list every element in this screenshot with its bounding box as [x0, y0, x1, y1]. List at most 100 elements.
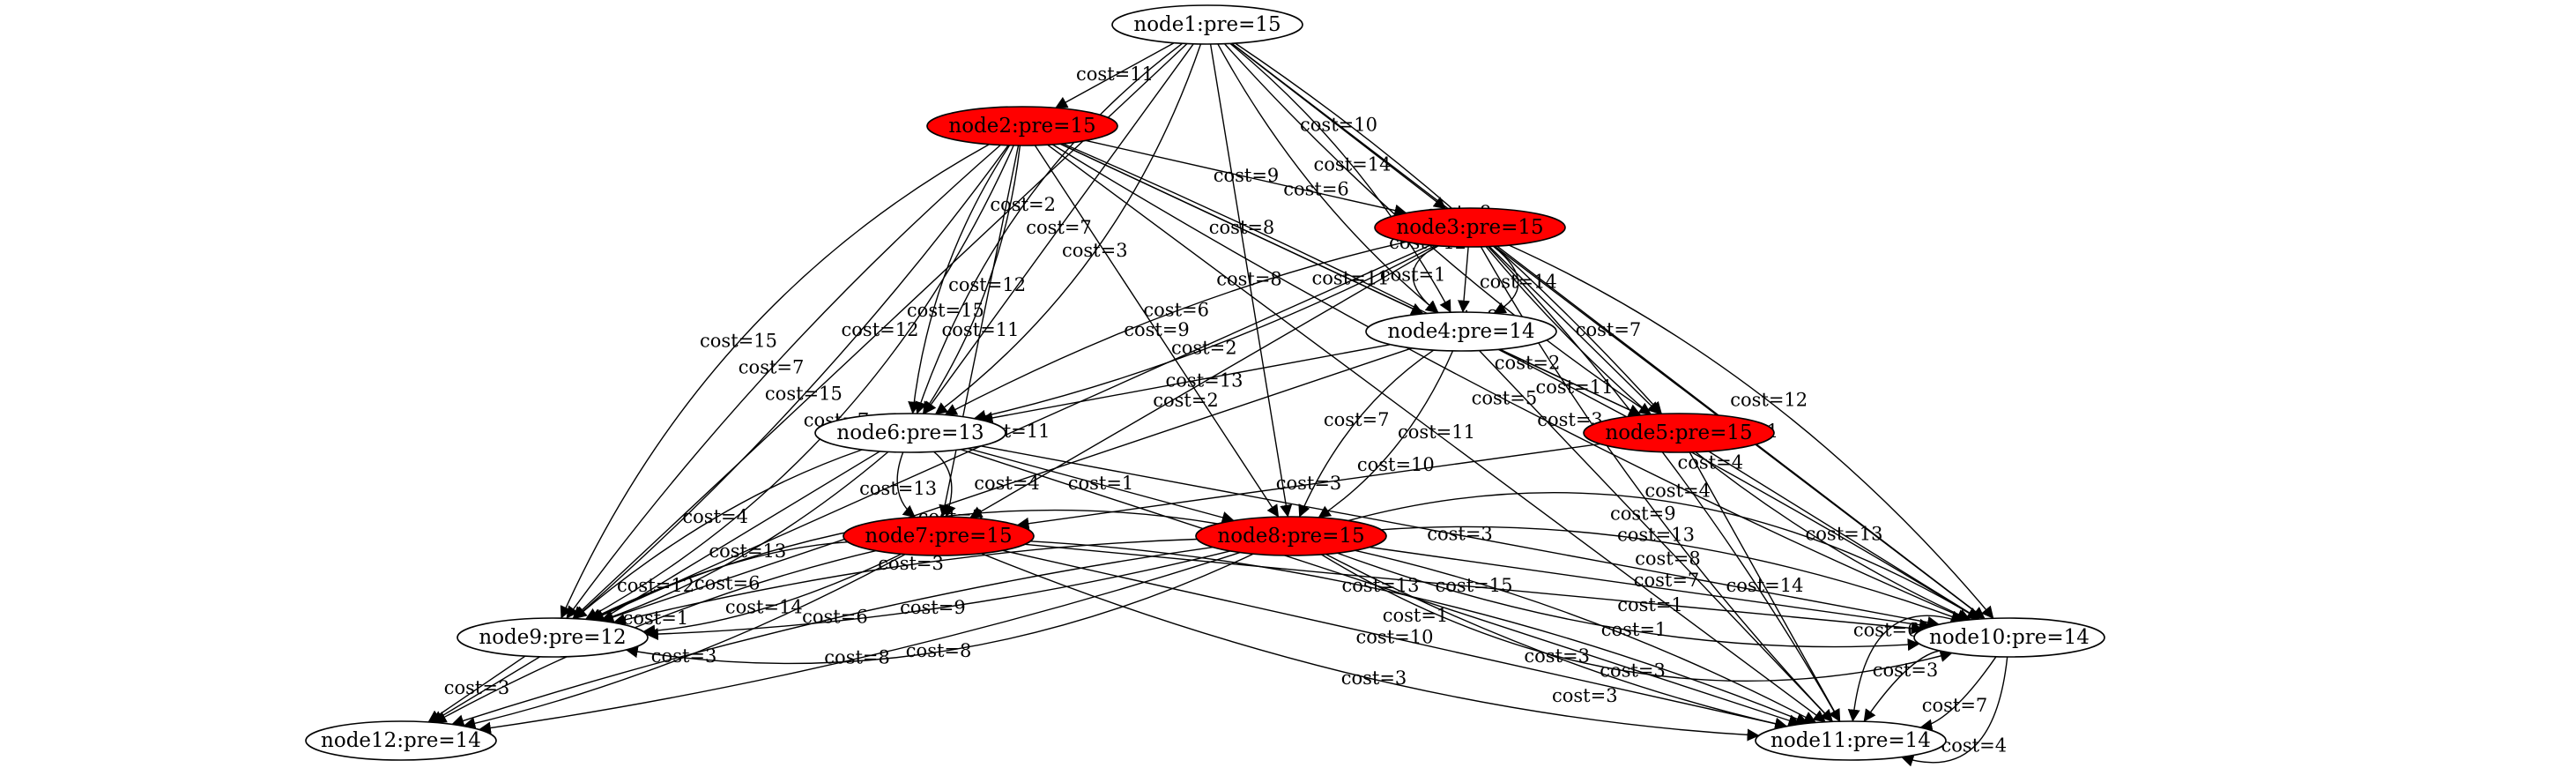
- edge-label: cost=6: [1283, 179, 1349, 200]
- node11-ellipse: [1755, 720, 1947, 761]
- edge-node2-node10: [1062, 143, 1980, 620]
- edge-node1-node6: [924, 43, 1194, 414]
- edge-label: cost=12: [1730, 390, 1808, 411]
- edge-label: cost=6: [1143, 299, 1209, 320]
- node1-ellipse: [1111, 4, 1303, 45]
- edge-node3-node7: [969, 245, 1439, 518]
- edge-node9-node12: [427, 655, 526, 723]
- edge-label: cost=7: [1576, 319, 1642, 340]
- edge-label: cost=4: [974, 473, 1040, 494]
- edge-node2-node9: [574, 145, 1009, 620]
- edge-node1-node4: [1217, 43, 1439, 314]
- edge-label: cost=12: [842, 319, 919, 340]
- edge-label: cost=9: [1610, 503, 1676, 525]
- edge-node2-node10: [1051, 144, 1970, 622]
- edge-node3-node6: [973, 244, 1436, 422]
- node11-label: node11:pre=14: [1771, 729, 1931, 752]
- edge-node10-node11: [1919, 656, 1997, 732]
- node5-node[interactable]: node5:pre=15: [1583, 413, 1775, 453]
- edge-label: cost=5: [1472, 387, 1538, 408]
- nodes-layer: node1:pre=15 node2:pre=15 node3:pre=15 node…: [305, 4, 2105, 761]
- edge-label: cost=14: [1314, 153, 1392, 175]
- edge-label: cost=2: [1153, 390, 1219, 411]
- node8-ellipse: [1195, 516, 1387, 556]
- edge-node2-node7: [939, 145, 1020, 518]
- edge-label: cost=11: [1536, 377, 1614, 398]
- edges-layer: [427, 41, 2008, 767]
- edge-label: cost=6: [694, 572, 761, 593]
- edge-node2-node9: [560, 143, 990, 619]
- edge-label: cost=14: [1726, 575, 1804, 596]
- node12-label: node12:pre=14: [321, 729, 481, 752]
- edge-node4-node8: [1318, 350, 1454, 518]
- edge-node6-node7: [896, 451, 916, 518]
- node8-node[interactable]: node8:pre=15: [1195, 516, 1387, 556]
- edge-label: cost=15: [907, 300, 984, 321]
- edge-node6-node10: [980, 445, 1940, 629]
- edge-node3-node4: [1493, 245, 1519, 314]
- edge-label: cost=13: [1166, 370, 1243, 391]
- node8-label: node8:pre=15: [1217, 525, 1364, 548]
- edge-node6-node8: [967, 447, 1235, 524]
- edge-label: cost=10: [1357, 454, 1435, 475]
- edge-node7-node10: [1024, 543, 1924, 635]
- node10-label: node10:pre=14: [1929, 626, 2090, 649]
- node2-ellipse: [926, 106, 1118, 146]
- edge-node6-node12: [430, 451, 880, 723]
- edge-node3-node4: [1458, 246, 1470, 313]
- node4-node[interactable]: node4:pre=14: [1365, 311, 1557, 352]
- node3-node[interactable]: node3:pre=15: [1374, 207, 1566, 248]
- node1-node[interactable]: node1:pre=15: [1111, 4, 1303, 45]
- edge-label: cost=1: [1068, 473, 1134, 494]
- edge-label: cost=12: [617, 575, 694, 596]
- edge-node7-node12: [434, 549, 877, 724]
- node7-node[interactable]: node7:pre=15: [843, 516, 1035, 556]
- edge-node8-node12: [478, 551, 1241, 734]
- edge-label: cost=8: [1216, 269, 1282, 290]
- edge-node8-node9: [645, 550, 1231, 641]
- edge-label: cost=11: [1312, 268, 1390, 289]
- edge-node10-node11: [1863, 650, 1941, 722]
- edge-label: cost=6: [802, 607, 868, 628]
- edge-label: cost=8: [1209, 217, 1275, 238]
- edge-node8-node12: [451, 546, 1214, 727]
- node9-label: node9:pre=12: [479, 626, 626, 649]
- edge-label: cost=3: [1062, 240, 1128, 261]
- node6-node[interactable]: node6:pre=13: [814, 413, 1006, 453]
- edge-node8-node10: [1337, 552, 1920, 652]
- node9-ellipse: [457, 617, 649, 658]
- edge-node3-node6: [944, 241, 1407, 416]
- edge-label: cost=3: [1552, 685, 1618, 706]
- edge-label: cost=7: [1922, 695, 1988, 716]
- node2-label: node2:pre=15: [948, 115, 1095, 138]
- node12-node[interactable]: node12:pre=14: [305, 720, 497, 761]
- edge-label: cost=11: [942, 319, 1020, 340]
- edge-label: cost=13: [1617, 525, 1695, 546]
- edge-label: cost=7: [1324, 409, 1390, 430]
- node7-ellipse: [843, 516, 1035, 556]
- edge-label: cost=13: [1342, 575, 1420, 596]
- node10-node[interactable]: node10:pre=14: [1913, 617, 2105, 658]
- edge-node8-node11: [1355, 549, 1817, 724]
- node10-ellipse: [1913, 617, 2105, 658]
- edge-label: cost=3: [1427, 524, 1493, 545]
- edge-label: cost=13: [1806, 524, 1883, 545]
- edge-node8-node10: [1380, 526, 1964, 623]
- node2-node[interactable]: node2:pre=15: [926, 106, 1118, 146]
- node11-node[interactable]: node11:pre=14: [1755, 720, 1947, 761]
- node9-node[interactable]: node9:pre=12: [457, 617, 649, 658]
- edge-label: cost=10: [1300, 115, 1377, 136]
- node3-label: node3:pre=15: [1396, 216, 1543, 239]
- edge-node6-node9: [574, 449, 863, 620]
- edge-label: cost=3: [1873, 660, 1939, 681]
- edge-label: cost=11: [1076, 63, 1154, 85]
- edge-node10-node11: [1901, 656, 2008, 767]
- edge-node1-node6: [934, 43, 1202, 415]
- edge-node8-node9: [625, 553, 1254, 665]
- edge-label: cost=1: [1617, 594, 1683, 615]
- edge-label: cost=9: [1214, 165, 1280, 186]
- edge-label: cost=9: [900, 597, 966, 618]
- edge-label: cost=7: [739, 357, 805, 378]
